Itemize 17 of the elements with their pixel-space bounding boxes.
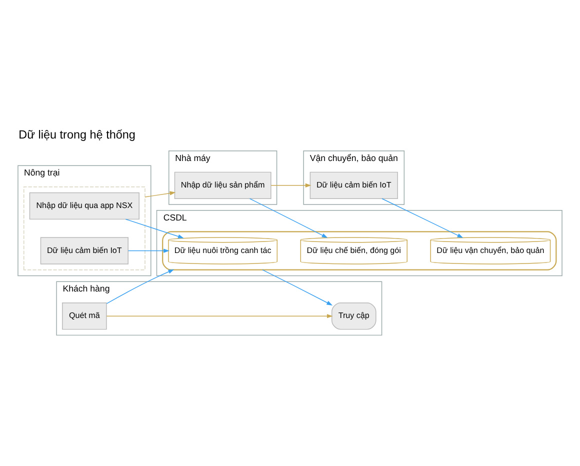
arrow	[106, 314, 333, 318]
arrow	[262, 268, 333, 305]
node-box: Dữ liệu cảm biến IoT	[40, 236, 128, 264]
node-box: Nhập dữ liệu qua app NSX	[29, 192, 140, 220]
node-box: Nhập dữ liệu sản phẩm	[174, 171, 272, 198]
arrow	[125, 218, 184, 238]
diagram-title: Dữ liệu trong hệ thống	[18, 128, 136, 141]
cluster	[23, 186, 146, 270]
node-box: Dữ liệu cảm biến IoT	[310, 171, 398, 198]
arrow	[382, 198, 464, 238]
arrow	[128, 248, 170, 252]
arrow	[106, 268, 174, 304]
arrow	[270, 182, 312, 187]
arrow	[249, 198, 328, 238]
arrow	[144, 190, 176, 197]
node-box: Truy cập	[331, 302, 376, 330]
node-box: Quét mã	[62, 302, 107, 330]
